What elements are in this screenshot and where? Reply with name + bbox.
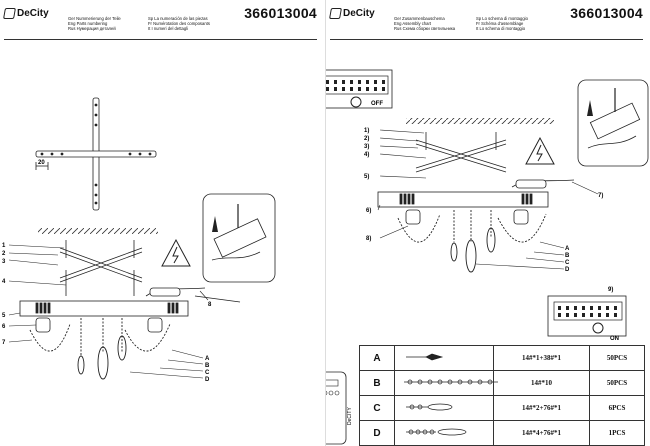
brand-logo: DeCity: [3, 6, 64, 20]
part-formula: 14#*1+38#*1: [493, 345, 590, 371]
page-parts-numbering: DeCity 366013004 Ger Nummerierung der Te…: [2, 5, 317, 383]
product-code: 366013004: [244, 5, 317, 21]
header-line: Sp La numeración de las piezas: [148, 16, 208, 21]
part-letter-c: C: [565, 260, 570, 266]
remote-label: DeCITY: [347, 407, 353, 425]
callout-7: 7): [598, 193, 603, 199]
part-letter-a: A: [565, 246, 570, 252]
part-letter-b: B: [205, 363, 210, 369]
electric-warning-icon: [161, 238, 191, 267]
callout-numbers: 1) 2) 3) 4) 5) 6) 7) 8) A B C D: [364, 128, 603, 273]
mounting-bracket: [59, 240, 143, 296]
part-qty: 50PCS: [589, 345, 645, 371]
header-translations: Ger Nummerierung der Teile Eng Parts num…: [68, 16, 317, 38]
switch-on-label: ON: [610, 336, 619, 342]
header-line: Fr Schéma d'assemblage: [476, 21, 524, 27]
electric-warning-icon: [525, 136, 555, 165]
remote-control: [326, 371, 347, 445]
part-key: B: [359, 370, 395, 396]
part-key: C: [359, 395, 395, 421]
table-row: B 14#*10 50PCS: [359, 370, 645, 396]
part-key: A: [359, 345, 395, 371]
header-line: It I numeri del dettagli: [148, 26, 189, 32]
crystal-chains: [397, 210, 547, 273]
header-translations: Ger Zusammenbauschema Eng Assembly chart…: [394, 16, 643, 38]
assembly-diagram: OFF: [326, 69, 649, 445]
ceiling-hatch: [38, 228, 158, 234]
lamp-body: [19, 287, 241, 333]
part-qty: 50PCS: [589, 370, 645, 396]
callout-9: 9): [608, 287, 613, 293]
callout-1: 1: [2, 243, 6, 249]
dimension-label: 20: [38, 160, 45, 166]
part-formula: 14#*4+76#*1: [493, 420, 590, 446]
callout-8: 8): [366, 236, 371, 242]
part-image-cell: [394, 420, 494, 446]
callout-3: 3: [2, 259, 6, 265]
part-image-cell: [394, 345, 494, 371]
lamp-body: [377, 179, 575, 225]
part-letter-a: A: [205, 356, 210, 362]
header-line: Rus Схема сборки светильника: [394, 26, 456, 32]
switch-off-label: OFF: [371, 101, 383, 107]
page-assembly-chart: DeCity 366013004 Ger Zusammenbauschema E…: [325, 0, 650, 446]
callout-4: 4): [364, 152, 369, 158]
header-line: Fr Numérotation des composants: [148, 21, 210, 27]
wiring-detail-inset: [202, 193, 276, 283]
part-formula: 14#*2+76#*1: [493, 395, 590, 421]
callout-2: 2): [364, 136, 369, 142]
callout-5: 5: [2, 313, 6, 319]
callout-8: 8: [208, 302, 212, 308]
header-line: Sp Lo schema di montaggio: [476, 16, 528, 21]
logo-text: DeCity: [343, 7, 375, 19]
header-line: Eng Parts numbering: [68, 21, 108, 27]
breaker-off-inset: [326, 69, 393, 109]
ceiling-hatch: [406, 118, 554, 124]
callout-6: 6: [2, 324, 6, 330]
part-qty: 1PCS: [589, 420, 645, 446]
parts-diagram: 20: [2, 97, 276, 383]
callout-2: 2: [2, 251, 6, 257]
callout-numbers: 1 2 3 4 5 6 7 8 A B C D: [2, 243, 212, 383]
part-letter-b: B: [565, 253, 570, 259]
table-row: A 14#*1+38#*1 50PCS: [359, 345, 645, 371]
header-line: Ger Zusammenbauschema: [394, 16, 445, 21]
header-line: Eng Assembly chart: [394, 21, 432, 27]
header-rule: [4, 39, 317, 40]
callout-leaders: [377, 129, 599, 270]
crystal-chains: [29, 318, 171, 380]
table-row: D 14#*4+76#*1 1PCS: [359, 420, 645, 446]
part-key: D: [359, 420, 395, 446]
cross-bracket: [35, 97, 157, 211]
logo-text: DeCity: [17, 7, 49, 19]
brand-logo: DeCity: [329, 6, 390, 20]
callout-1: 1): [364, 128, 369, 134]
product-code: 366013004: [570, 5, 643, 21]
part-letter-c: C: [205, 370, 210, 376]
header-line: It Lo schema di montaggio: [476, 26, 526, 32]
mounting-bracket: [415, 132, 507, 173]
part-image-cell: [394, 395, 494, 421]
part-formula: 14#*10: [493, 370, 590, 396]
header-line: Rus Нумерация деталей: [68, 26, 116, 32]
table-row: C 14#*2+76#*1 6PCS: [359, 395, 645, 421]
parts-table: A 14#*1+38#*1 50PCS B 14#*10 50PCS C 14#…: [359, 345, 645, 446]
part-letter-d: D: [205, 377, 210, 383]
callout-7: 7: [2, 340, 6, 346]
header-line: Ger Nummerierung der Teile: [68, 16, 121, 21]
header-rule: [330, 39, 643, 40]
callout-leaders: [8, 244, 209, 379]
part-image-cell: [394, 370, 494, 396]
callout-3: 3): [364, 144, 369, 150]
part-letter-d: D: [565, 267, 570, 273]
wiring-detail-inset: [577, 79, 649, 167]
part-qty: 6PCS: [589, 395, 645, 421]
callout-5: 5): [364, 174, 369, 180]
callout-4: 4: [2, 279, 6, 285]
breaker-on-inset: [547, 295, 627, 337]
callout-6: 6): [366, 208, 371, 214]
